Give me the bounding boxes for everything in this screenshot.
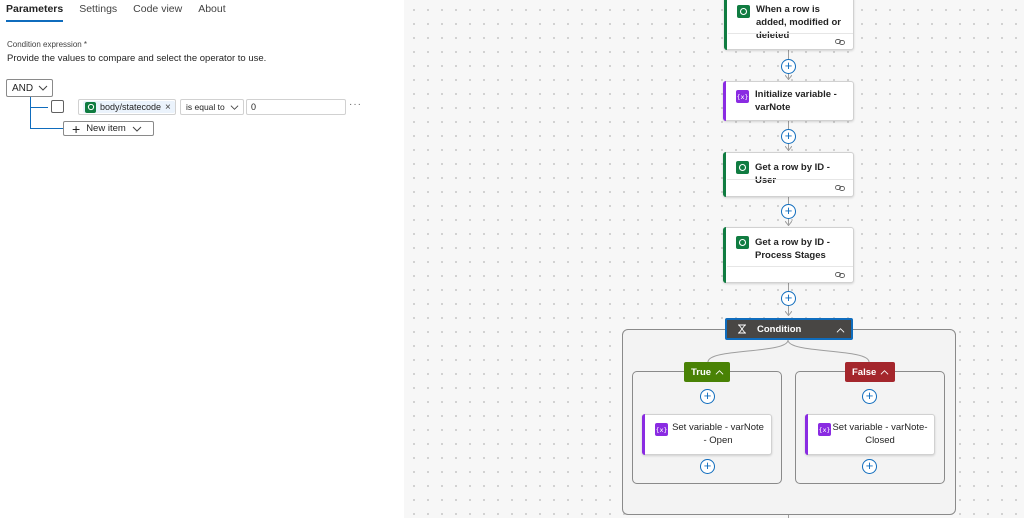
insert-step-button[interactable]: +	[700, 389, 715, 404]
panel-tabs: Parameters Settings Code view About	[6, 0, 242, 22]
card-accent-bar	[724, 0, 727, 50]
card-divider	[728, 33, 853, 34]
set-variable-closed-card[interactable]: {x} Set variable - varNote-Closed	[805, 414, 935, 455]
svg-text:{x}: {x}	[737, 93, 748, 101]
card-divider	[727, 266, 853, 267]
card-accent-bar	[642, 414, 645, 455]
chevron-down-icon	[38, 85, 48, 91]
new-item-button[interactable]: + New item	[63, 121, 154, 136]
add-action-button[interactable]: +	[700, 459, 715, 474]
insert-step-button[interactable]: +	[781, 291, 796, 306]
variable-icon: {x}	[736, 90, 749, 103]
card-accent-bar	[805, 414, 808, 455]
plus-icon: +	[72, 120, 81, 137]
false-branch-label[interactable]: False	[845, 362, 895, 382]
arrow-down-icon	[785, 221, 792, 226]
chevron-up-icon[interactable]	[836, 326, 845, 335]
tab-settings[interactable]: Settings	[79, 3, 118, 15]
svg-text:{x}: {x}	[819, 426, 830, 434]
arrow-down-icon	[785, 311, 792, 316]
condition-icon	[738, 324, 746, 334]
condition-header[interactable]: Condition	[725, 318, 853, 340]
card-title: Set variable - varNote - Open	[672, 422, 764, 446]
set-variable-open-card[interactable]: {x} Set variable - varNote - Open	[642, 414, 772, 455]
card-title: Initialize variable - varNote	[755, 89, 837, 113]
variable-icon: {x}	[655, 423, 668, 436]
operator-dropdown[interactable]: is equal to	[180, 99, 244, 115]
trigger-card[interactable]: When a row is added, modified or deleted	[724, 0, 854, 50]
insert-step-button[interactable]: +	[862, 389, 877, 404]
condition-expression-label: Condition expression *	[7, 40, 88, 49]
row-select-checkbox[interactable]	[51, 100, 64, 113]
operator-value: is equal to	[186, 102, 225, 112]
card-title: Set variable - varNote-Closed	[832, 422, 928, 446]
card-accent-bar	[723, 227, 726, 283]
dataverse-icon	[737, 5, 750, 18]
tab-about[interactable]: About	[198, 3, 226, 15]
tree-line	[30, 128, 63, 129]
left-operand-input[interactable]: body/statecode ×	[78, 99, 176, 115]
tab-parameters[interactable]: Parameters	[6, 0, 64, 22]
get-row-user-card[interactable]: Get a row by ID - User	[723, 152, 854, 197]
card-accent-bar	[723, 152, 726, 197]
token-remove-icon[interactable]: ×	[165, 101, 171, 113]
card-accent-bar	[723, 81, 726, 121]
link-icon	[835, 39, 845, 45]
variable-icon: {x}	[818, 423, 831, 436]
dataverse-icon	[736, 161, 749, 174]
tab-code-view[interactable]: Code view	[133, 3, 183, 15]
chevron-down-icon	[132, 126, 142, 132]
parameters-panel: Parameters Settings Code view About Cond…	[0, 0, 404, 518]
chevron-up-icon	[715, 370, 724, 375]
link-icon	[835, 272, 845, 278]
branch-connectors	[707, 340, 870, 363]
false-branch-text: False	[852, 366, 877, 378]
card-title: When a row is added, modified or deleted	[756, 4, 841, 41]
group-operator-dropdown[interactable]: AND	[6, 79, 53, 97]
add-action-button[interactable]: +	[862, 459, 877, 474]
tree-line	[30, 107, 48, 108]
link-icon	[835, 185, 845, 191]
group-operator-value: AND	[12, 82, 34, 94]
card-divider	[727, 179, 853, 180]
insert-step-button[interactable]: +	[781, 59, 796, 74]
true-branch-text: True	[691, 366, 712, 378]
token-label: body/statecode	[100, 102, 162, 112]
svg-text:{x}: {x}	[656, 426, 667, 434]
dataverse-icon	[85, 101, 96, 113]
insert-step-button[interactable]: +	[781, 204, 796, 219]
new-item-label: New item	[86, 123, 126, 134]
arrow-down-icon	[785, 146, 792, 151]
card-title: Get a row by ID - User	[755, 162, 830, 186]
insert-step-button[interactable]: +	[781, 129, 796, 144]
true-branch-label[interactable]: True	[684, 362, 730, 382]
chevron-up-icon	[880, 370, 889, 375]
arrow-down-icon	[785, 75, 792, 80]
designer-canvas[interactable]	[404, 0, 1024, 518]
right-operand-input[interactable]: 0	[246, 99, 346, 115]
condition-title: Condition	[757, 323, 802, 335]
dynamic-content-token[interactable]: body/statecode ×	[83, 101, 175, 113]
connector-line	[788, 515, 789, 518]
more-options-button[interactable]: ···	[349, 99, 362, 110]
chevron-down-icon	[230, 105, 239, 110]
card-title: Get a row by ID - Process Stages	[755, 237, 830, 261]
initialize-variable-card[interactable]: {x} Initialize variable - varNote	[723, 81, 854, 121]
tree-line	[30, 97, 31, 129]
condition-description: Provide the values to compare and select…	[7, 53, 267, 64]
dataverse-icon	[736, 236, 749, 249]
get-row-process-stages-card[interactable]: Get a row by ID - Process Stages	[723, 227, 854, 283]
